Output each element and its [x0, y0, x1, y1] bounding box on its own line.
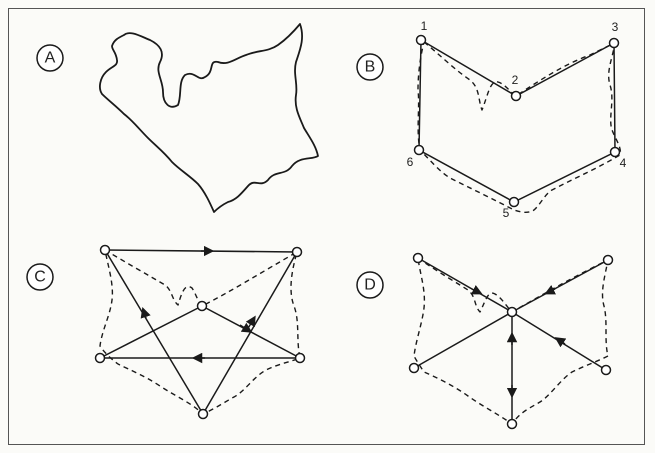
vertex-1 [417, 36, 426, 45]
vertex [410, 364, 419, 373]
vertex-label-5: 5 [503, 206, 510, 220]
vertex-6 [415, 146, 424, 155]
vertex [604, 256, 613, 265]
region-outline-dashed [414, 258, 608, 424]
spoke-top-right [512, 260, 608, 312]
panel-c-label: C [34, 269, 46, 286]
spoke-bottom-left [414, 312, 512, 368]
spoke-bottom-right [512, 312, 606, 370]
vertex [508, 420, 517, 429]
vertex-label-1: 1 [421, 19, 428, 33]
vertex [101, 246, 110, 255]
spoke-top-left [418, 258, 512, 312]
edge-right-up [203, 252, 297, 414]
vertex [96, 354, 105, 363]
edge-center-right [202, 306, 300, 358]
panel-a-label: A [45, 50, 56, 67]
vertex-label-2: 2 [512, 73, 519, 87]
vertex [199, 410, 208, 419]
vertex-center [508, 308, 517, 317]
panel-b-label: B [365, 59, 376, 76]
vertex [602, 366, 611, 375]
panel-d-label: D [364, 277, 376, 294]
vertex [198, 302, 207, 311]
vertex-label-6: 6 [407, 155, 414, 169]
vertex [414, 254, 423, 263]
vertex-4 [611, 148, 620, 157]
vertex [296, 354, 305, 363]
region-outline-dashed [418, 42, 620, 212]
edge-left-center [100, 306, 202, 358]
vertex-2 [512, 92, 521, 101]
region-outline [100, 24, 318, 212]
vertex-label-3: 3 [612, 20, 619, 34]
region-outline-dashed [100, 250, 300, 414]
vertex-label-4: 4 [620, 156, 627, 170]
panel-d: D [357, 254, 613, 429]
vertex [293, 248, 302, 257]
panel-c: C [27, 246, 305, 419]
vertex-5 [510, 198, 519, 207]
panel-b: B 1 2 3 4 5 6 [357, 19, 627, 220]
panel-a: A [37, 24, 318, 212]
polygon-edges [419, 40, 615, 202]
vertex-3 [610, 39, 619, 48]
edge-left-down [105, 250, 203, 414]
